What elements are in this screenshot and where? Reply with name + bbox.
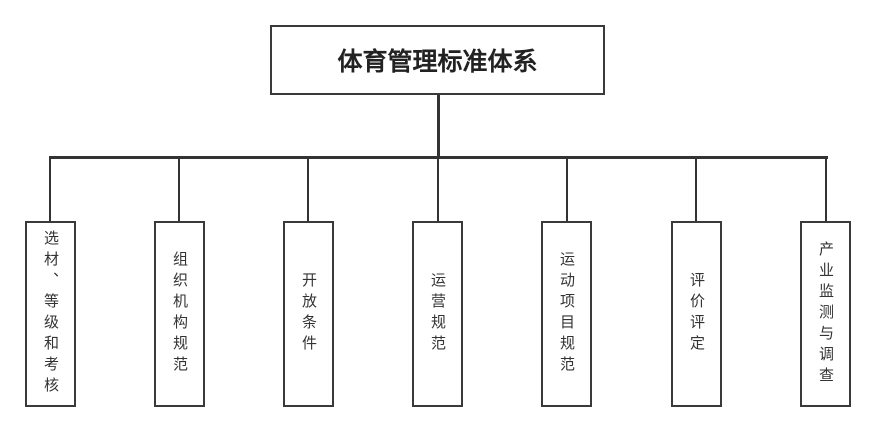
child-label: 选材、等级和考核: [42, 230, 60, 398]
child-connector: [566, 158, 568, 221]
root-connector: [437, 95, 440, 158]
child-label: 运营规范: [429, 272, 447, 356]
child-node-sport-items: 运动项目规范: [541, 221, 592, 407]
root-node: 体育管理标准体系: [270, 25, 605, 95]
child-label: 开放条件: [300, 272, 318, 356]
child-node-industry-monitoring: 产业监测与调查: [800, 221, 851, 407]
root-title: 体育管理标准体系: [337, 47, 538, 76]
child-label: 产业监测与调查: [817, 240, 835, 388]
child-label: 评价评定: [688, 272, 706, 356]
child-node-evaluation: 评价评定: [671, 221, 722, 407]
child-connector: [49, 158, 51, 221]
child-node-selection-grading: 选材、等级和考核: [25, 221, 76, 407]
child-connector: [307, 158, 309, 221]
child-node-operation: 运营规范: [412, 221, 463, 407]
child-node-opening-conditions: 开放条件: [283, 221, 334, 407]
child-label: 组织机构规范: [171, 251, 189, 377]
child-connector: [695, 158, 697, 221]
child-connector: [178, 158, 180, 221]
child-connector: [437, 158, 439, 221]
child-node-organization: 组织机构规范: [154, 221, 205, 407]
child-label: 运动项目规范: [558, 251, 576, 377]
child-connector: [825, 158, 827, 221]
horizontal-bus: [49, 156, 828, 159]
